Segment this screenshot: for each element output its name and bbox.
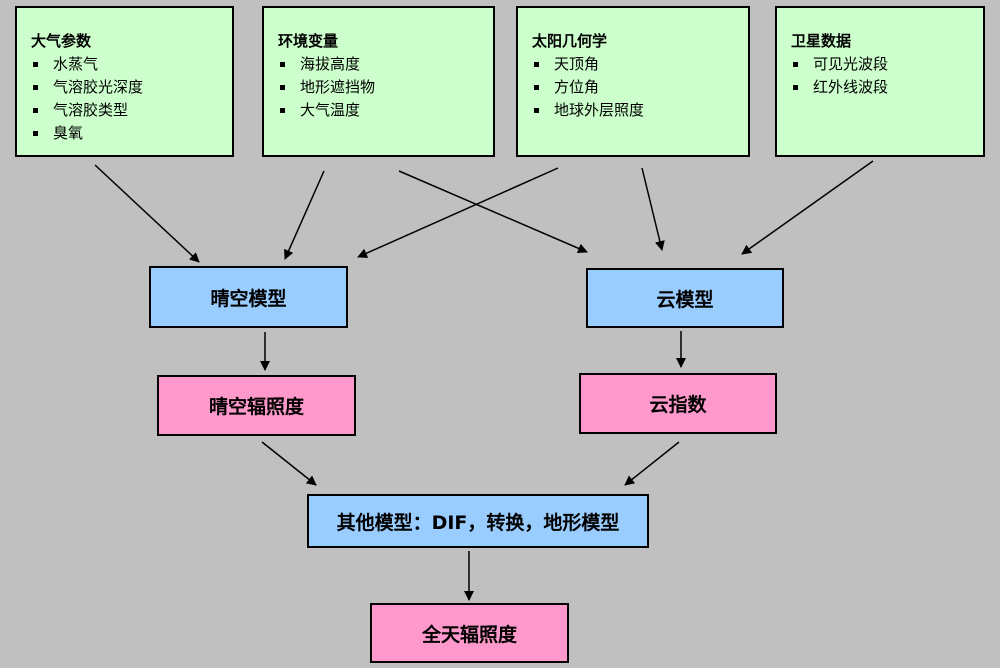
list-item: 气溶胶类型 (31, 99, 222, 122)
other-models-box: 其他模型：DIF，转换，地形模型 (307, 494, 649, 548)
arrow-clear-sky-irradiance-to-other (261, 441, 317, 486)
satellite-data-title: 卫星数据 (791, 32, 852, 50)
satellite-data-box: 卫星数据 可见光波段 红外线波段 (775, 6, 985, 157)
atmosphere-params-list: 水蒸气 气溶胶光深度 气溶胶类型 臭氧 (31, 53, 222, 145)
arrow-environment-to-clear-sky (284, 170, 325, 260)
cloud-model-box: 云模型 (586, 268, 784, 328)
list-item: 可见光波段 (791, 53, 973, 76)
list-item: 天顶角 (532, 53, 738, 76)
satellite-data-list: 可见光波段 红外线波段 (791, 53, 973, 99)
atmosphere-params-title: 大气参数 (31, 32, 92, 50)
arrow-environment-to-cloud (398, 170, 588, 254)
environment-vars-box: 环境变量 海拔高度 地形遮挡物 大气温度 (262, 6, 495, 157)
solar-geometry-list: 天顶角 方位角 地球外层照度 (532, 53, 738, 122)
arrow-atmosphere-to-clear-sky (94, 164, 200, 263)
list-item: 大气温度 (278, 99, 483, 122)
arrow-cloud-index-to-other (624, 441, 680, 486)
list-item: 地形遮挡物 (278, 76, 483, 99)
atmosphere-params-box: 大气参数 水蒸气 气溶胶光深度 气溶胶类型 臭氧 (15, 6, 234, 157)
list-item: 水蒸气 (31, 53, 222, 76)
arrow-solar-to-cloud (641, 167, 665, 251)
solar-geometry-box: 太阳几何学 天顶角 方位角 地球外层照度 (516, 6, 750, 157)
list-item: 气溶胶光深度 (31, 76, 222, 99)
list-item: 臭氧 (31, 122, 222, 145)
solar-geometry-title: 太阳几何学 (532, 32, 608, 50)
environment-vars-title: 环境变量 (278, 32, 339, 50)
clear-sky-model-box: 晴空模型 (149, 266, 348, 328)
arrow-solar-to-clear-sky (357, 167, 559, 258)
list-item: 海拔高度 (278, 53, 483, 76)
list-item: 方位角 (532, 76, 738, 99)
environment-vars-list: 海拔高度 地形遮挡物 大气温度 (278, 53, 483, 122)
global-irradiance-box: 全天辐照度 (370, 603, 569, 663)
list-item: 地球外层照度 (532, 99, 738, 122)
arrow-satellite-to-cloud (741, 160, 874, 255)
list-item: 红外线波段 (791, 76, 973, 99)
cloud-index-box: 云指数 (579, 373, 777, 434)
clear-sky-irradiance-box: 晴空辐照度 (157, 375, 356, 436)
